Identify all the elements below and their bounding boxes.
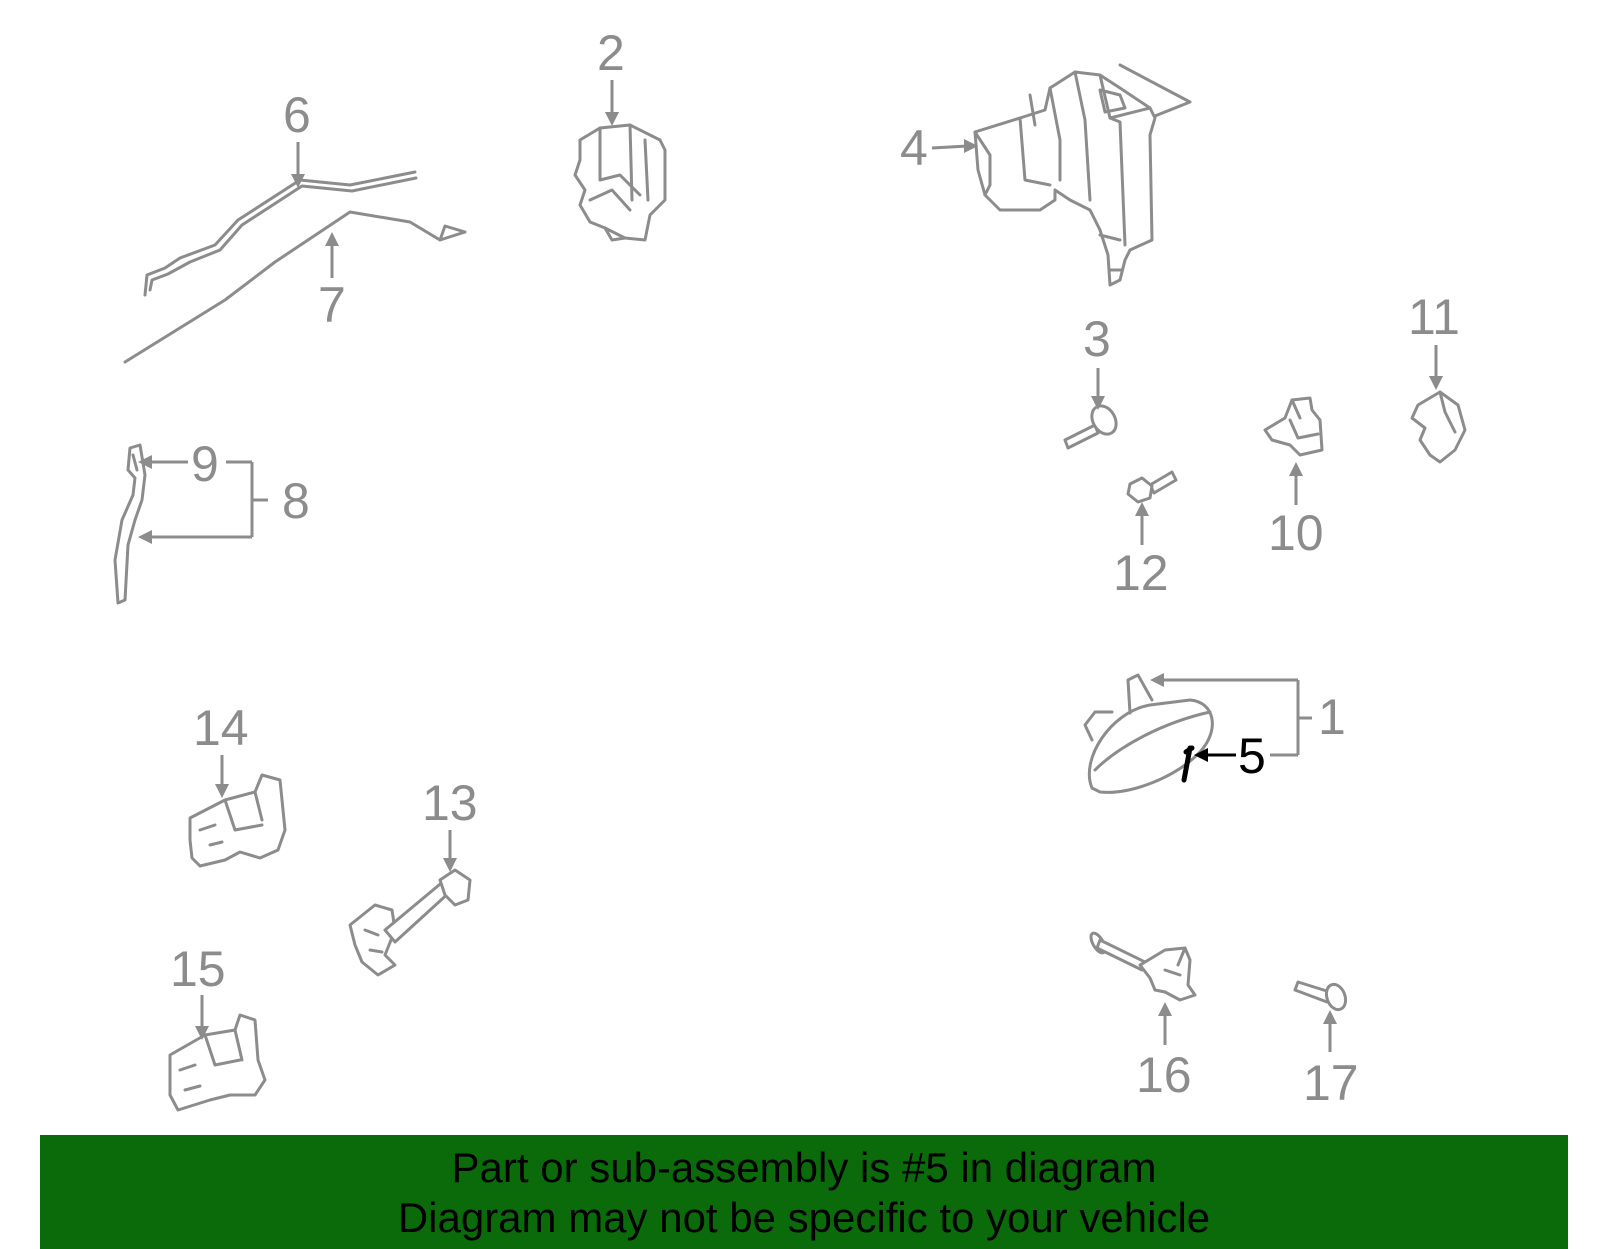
- callout-9: 9: [191, 436, 219, 492]
- part-4-actuator: [973, 63, 1192, 287]
- leader-7: 7: [318, 232, 346, 333]
- part-3-screw: [1063, 404, 1118, 450]
- leader-4: 4: [900, 120, 978, 176]
- leader-6: 6: [283, 87, 311, 188]
- callout-2: 2: [597, 25, 625, 81]
- banner-line-2: Diagram may not be specific to your vehi…: [397, 1194, 1211, 1241]
- part-1-handle: [1083, 673, 1214, 794]
- part-10-clip: [1263, 396, 1324, 457]
- callout-16: 16: [1136, 1047, 1192, 1103]
- leader-2: 2: [597, 25, 625, 126]
- part-2-latch: [573, 123, 667, 242]
- leader-12: 12: [1113, 502, 1169, 601]
- leader-14: 14: [193, 700, 249, 798]
- part-17-bolt: [1293, 980, 1348, 1012]
- part-15-hinge: [168, 1013, 267, 1112]
- part-8-rod: [113, 443, 147, 605]
- callout-15: 15: [170, 941, 226, 997]
- callout-17: 17: [1303, 1055, 1359, 1111]
- part-6-rod: [143, 170, 418, 297]
- callout-13: 13: [422, 775, 478, 831]
- part-16-cylinder: [1089, 931, 1197, 1002]
- part-5-highlighted: [1181, 745, 1195, 783]
- leader-10: 10: [1268, 462, 1324, 561]
- callout-12: 12: [1113, 545, 1169, 601]
- part-7-rod: [123, 210, 467, 364]
- callout-4: 4: [900, 120, 928, 176]
- callout-7: 7: [318, 277, 346, 333]
- leader-15: 15: [170, 941, 226, 1040]
- callout-10: 10: [1268, 505, 1324, 561]
- part-14-hinge: [188, 773, 287, 868]
- callout-3: 3: [1083, 311, 1111, 367]
- leader-13: 13: [422, 775, 478, 872]
- callout-6: 6: [283, 87, 311, 143]
- callout-14: 14: [193, 700, 249, 756]
- callout-5: 5: [1238, 728, 1266, 784]
- leader-9-8: 9 8: [138, 436, 310, 544]
- banner-line-1: Part or sub-assembly is #5 in diagram: [451, 1144, 1157, 1191]
- leader-1-5: 5 1: [1150, 673, 1346, 784]
- leader-3: 3: [1083, 311, 1111, 410]
- callout-11: 11: [1408, 289, 1460, 345]
- part-12-bolt: [1126, 470, 1178, 504]
- part-11-bracket: [1410, 390, 1467, 464]
- callout-8: 8: [282, 473, 310, 529]
- leader-11: 11: [1408, 289, 1460, 390]
- callout-1: 1: [1318, 689, 1346, 745]
- part-13-check-strap: [348, 868, 472, 977]
- leader-16: 16: [1136, 1002, 1192, 1103]
- info-banner: Part or sub-assembly is #5 in diagram Di…: [40, 1135, 1568, 1249]
- leader-17: 17: [1303, 1010, 1359, 1111]
